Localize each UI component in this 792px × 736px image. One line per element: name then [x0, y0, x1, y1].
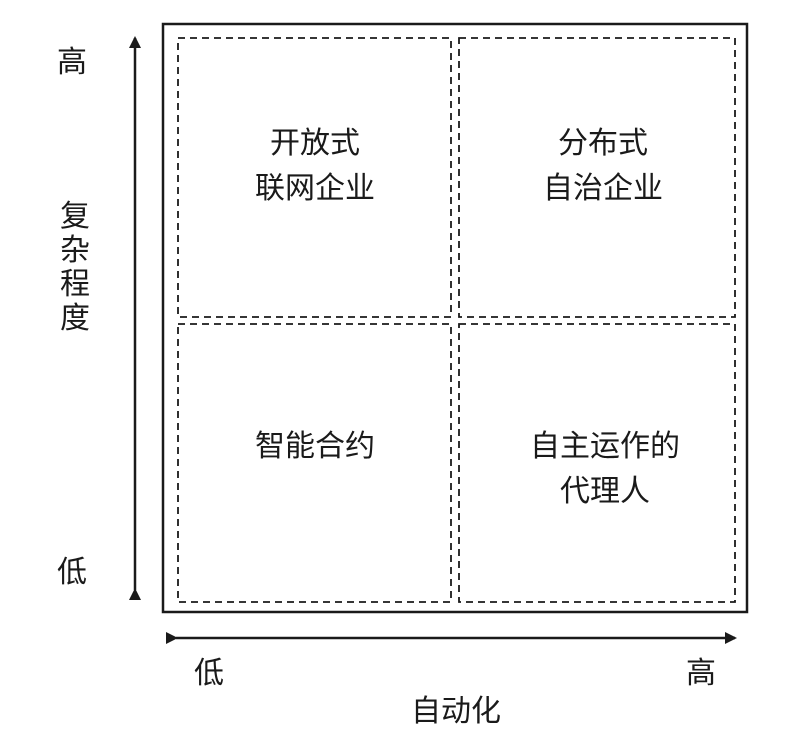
- quadrant-box-top-right: [458, 37, 736, 318]
- y-axis-title: 复杂程度: [60, 199, 90, 336]
- quadrant-top-right-line1: 分布式: [558, 126, 648, 161]
- y-axis-low-label: 低: [57, 555, 87, 590]
- quadrant-top-left-line2: 联网企业: [255, 171, 375, 206]
- quadrant-bottom-right-line1: 自主运作的: [530, 429, 680, 464]
- x-axis-high-label: 高: [686, 656, 716, 691]
- quadrant-top-left-line1: 开放式: [270, 126, 360, 161]
- outer-frame: [161, 22, 749, 614]
- x-axis-title: 自动化: [411, 694, 501, 729]
- y-axis-title-text: 复杂程度: [60, 199, 90, 336]
- quadrant-bottom-left-line1: 智能合约: [255, 429, 375, 464]
- y-axis-high-label: 高: [57, 45, 87, 80]
- quadrant-box-bottom-right: [458, 323, 736, 603]
- x-axis-low-label: 低: [194, 656, 224, 691]
- quadrant-top-right-line2: 自治企业: [543, 171, 663, 206]
- quadrant-box-top-left: [177, 37, 452, 318]
- quadrant-bottom-right-line2: 代理人: [560, 474, 650, 509]
- quadrant-box-bottom-left: [177, 323, 452, 603]
